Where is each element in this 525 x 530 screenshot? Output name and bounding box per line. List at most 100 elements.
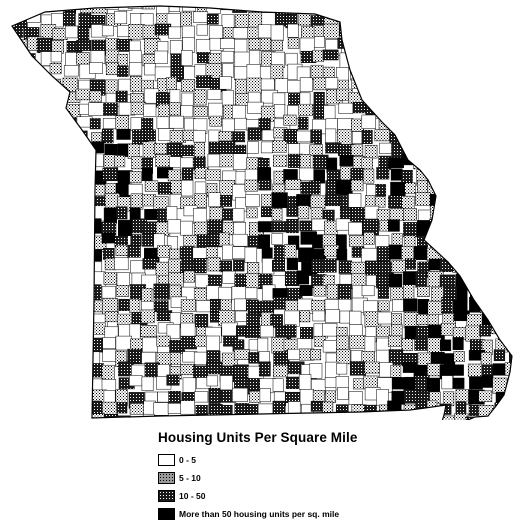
county-cell <box>414 66 428 83</box>
county-cell <box>12 117 24 129</box>
county-cell <box>481 78 498 90</box>
county-cell <box>181 6 196 12</box>
county-cell <box>454 143 466 155</box>
county-cell <box>508 247 512 262</box>
county-cell <box>102 348 117 362</box>
county-cell <box>65 322 81 337</box>
county-cell <box>141 6 155 10</box>
county-cell <box>129 62 143 76</box>
county-cell <box>102 337 116 349</box>
county-cell <box>103 272 117 285</box>
county-cell <box>233 222 246 236</box>
county-cell <box>63 65 79 77</box>
county-cell <box>93 153 104 168</box>
county-cell <box>168 6 181 12</box>
county-cell <box>51 296 65 312</box>
county-cell <box>39 337 54 351</box>
county-cell <box>77 391 93 407</box>
county-cell <box>53 350 67 368</box>
county-cell <box>496 257 510 270</box>
county-cell <box>482 207 496 222</box>
county-cell <box>456 53 469 65</box>
county-cell <box>66 193 83 206</box>
county-cell <box>520 338 525 350</box>
county-cell <box>37 167 52 183</box>
county-cell <box>153 196 169 211</box>
county-cell <box>467 143 484 156</box>
county-cell <box>25 349 42 367</box>
county-cell <box>75 296 88 312</box>
county-cell <box>76 207 88 220</box>
county-cell <box>78 25 90 41</box>
county-cell <box>439 232 453 245</box>
county-cell <box>495 141 507 152</box>
county-cell <box>89 62 103 74</box>
county-cell <box>365 274 377 288</box>
county-cell <box>180 105 194 118</box>
county-cell <box>491 102 507 114</box>
county-cell <box>297 205 310 220</box>
county-cell <box>88 351 101 364</box>
county-cell <box>23 53 36 70</box>
county-cell <box>53 222 65 237</box>
county-cell <box>521 90 525 102</box>
county-cell <box>429 52 441 70</box>
county-cell <box>323 23 340 39</box>
county-cell <box>352 413 365 420</box>
county-cell <box>492 62 504 74</box>
county-cell <box>12 416 17 420</box>
county-cell <box>0 195 10 205</box>
county-cell <box>338 102 354 114</box>
county-cell <box>415 192 431 206</box>
county-cell <box>208 192 221 207</box>
county-cell <box>403 28 417 43</box>
county-cell <box>196 24 208 36</box>
county-cell <box>181 418 198 420</box>
county-cell <box>273 365 289 378</box>
county-cell <box>288 93 302 106</box>
county-cell <box>519 415 525 420</box>
county-cell <box>257 221 274 233</box>
county-cell <box>180 335 197 350</box>
county-cell <box>76 145 92 159</box>
county-cell <box>363 375 379 389</box>
legend-swatch-dark-stipple <box>158 490 175 502</box>
county-cell <box>440 24 453 38</box>
county-cell <box>401 50 415 67</box>
county-cell <box>101 285 116 299</box>
county-cell <box>521 145 525 155</box>
map-legend: Housing Units Per Square Mile 0 - 5 5 - … <box>158 430 488 524</box>
county-cell <box>507 209 512 225</box>
county-cell <box>272 140 287 153</box>
county-cell <box>207 274 222 287</box>
county-cell <box>167 219 182 234</box>
county-cell <box>142 141 157 158</box>
county-cell <box>479 244 492 259</box>
county-cell <box>15 65 28 81</box>
county-cell <box>455 401 467 414</box>
county-cell <box>441 181 456 197</box>
county-cell <box>299 154 312 170</box>
county-cell <box>506 312 512 328</box>
county-cell <box>415 92 432 109</box>
county-cell <box>26 389 38 402</box>
county-cell <box>222 63 234 78</box>
county-cell <box>207 219 224 235</box>
legend-item-over-50: More than 50 housing units per sq. mile <box>158 506 488 522</box>
county-cell <box>465 49 478 61</box>
county-cell <box>219 260 232 273</box>
county-cell <box>453 6 467 14</box>
county-cell <box>25 310 42 326</box>
county-cell <box>454 23 471 36</box>
county-cell <box>443 218 459 236</box>
legend-label: More than 50 housing units per sq. mile <box>179 509 340 519</box>
county-cell <box>220 50 235 63</box>
county-cell <box>337 118 354 131</box>
county-cell <box>153 143 167 155</box>
county-cell <box>246 312 260 328</box>
county-cell <box>494 209 510 224</box>
county-cell <box>49 364 65 377</box>
county-cell <box>400 128 414 145</box>
county-cell <box>0 405 9 418</box>
county-cell <box>493 416 507 420</box>
